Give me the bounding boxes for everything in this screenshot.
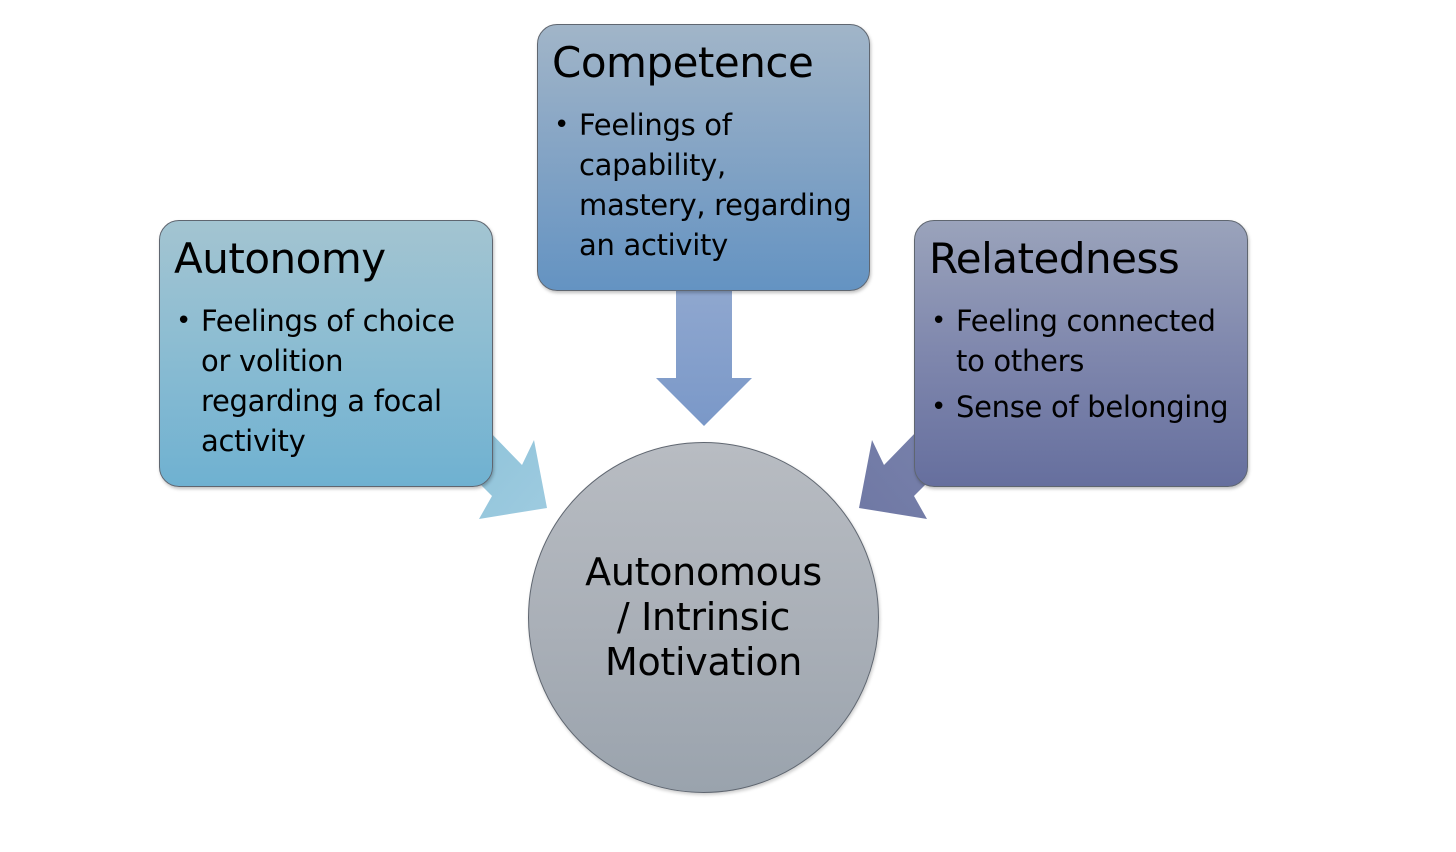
node-competence-title: Competence bbox=[552, 38, 814, 87]
node-competence-bullet: • Feelings of capability, mastery, regard… bbox=[552, 105, 859, 265]
node-relatedness-bullet-text: Feeling connected to others bbox=[956, 304, 1216, 378]
bullet-dot-icon: • bbox=[931, 306, 947, 336]
node-relatedness-bullets: • Feeling connected to others • Sense of b… bbox=[929, 301, 1237, 427]
node-autonomy-bullet-text: Feelings of choice or volition regarding… bbox=[201, 304, 455, 458]
node-relatedness-bullet-text: Sense of belonging bbox=[956, 390, 1229, 424]
bullet-dot-icon: • bbox=[554, 110, 570, 140]
center-node-motivation: Autonomous / Intrinsic Motivation bbox=[528, 442, 879, 793]
node-autonomy-bullet: • Feelings of choice or volition regardin… bbox=[174, 301, 482, 461]
node-competence: Competence • Feelings of capability, mast… bbox=[537, 24, 870, 291]
node-autonomy-title: Autonomy bbox=[174, 234, 386, 283]
node-relatedness: Relatedness • Feeling connected to others… bbox=[914, 220, 1248, 487]
node-competence-bullets: • Feelings of capability, mastery, regard… bbox=[552, 105, 859, 265]
arrow-competence-to-center bbox=[656, 290, 752, 426]
node-competence-bullet-text: Feelings of capability, mastery, regardi… bbox=[579, 108, 852, 262]
node-autonomy-bullets: • Feelings of choice or volition regardin… bbox=[174, 301, 482, 461]
node-relatedness-title: Relatedness bbox=[929, 234, 1180, 283]
node-relatedness-bullet: • Sense of belonging bbox=[929, 387, 1237, 427]
center-node-label: Autonomous / Intrinsic Motivation bbox=[585, 550, 822, 684]
bullet-dot-icon: • bbox=[931, 392, 947, 422]
node-autonomy: Autonomy • Feelings of choice or volition… bbox=[159, 220, 493, 487]
bullet-dot-icon: • bbox=[176, 306, 192, 336]
node-relatedness-bullet: • Feeling connected to others bbox=[929, 301, 1237, 381]
